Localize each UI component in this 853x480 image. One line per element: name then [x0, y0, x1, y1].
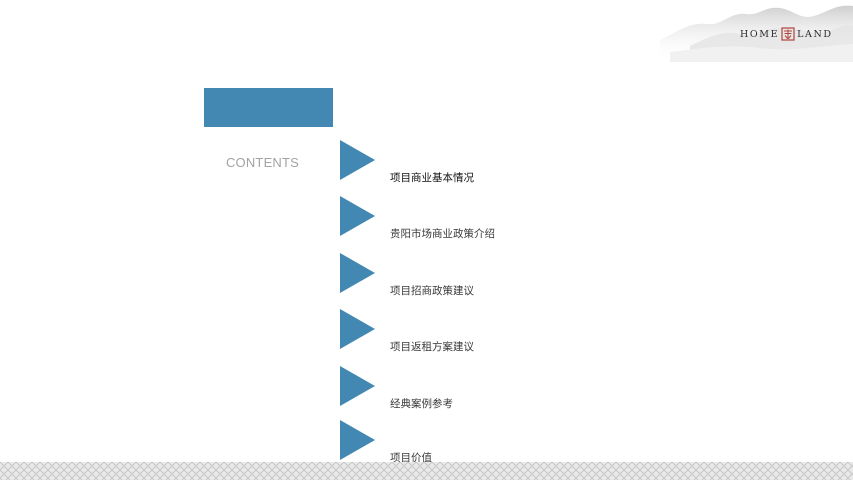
menu-item-label: 项目商业基本情况 — [390, 172, 474, 184]
menu-item-label: 项目招商政策建议 — [390, 285, 474, 297]
triangle-arrow-icon — [340, 253, 375, 293]
triangle-arrow-icon — [340, 309, 375, 349]
menu-item-3[interactable]: 项目招商政策建议 — [340, 253, 600, 297]
menu-item-label: 经典案例参考 — [390, 398, 453, 410]
menu-item-1[interactable]: 项目商业基本情况 — [340, 140, 600, 184]
brand-logo: HOME LAND — [740, 26, 833, 42]
brand-text-left: HOME — [740, 28, 780, 40]
menu-item-label: 贵阳市场商业政策介绍 — [390, 228, 495, 240]
menu-item-label: 项目价值 — [390, 452, 432, 464]
seal-icon — [781, 27, 795, 41]
triangle-arrow-icon — [340, 420, 375, 460]
triangle-arrow-icon — [340, 366, 375, 406]
menu-item-4[interactable]: 项目返租方案建议 — [340, 309, 600, 353]
menu-item-label: 项目返租方案建议 — [390, 341, 474, 353]
title-block — [204, 88, 333, 127]
contents-heading: CONTENTS — [225, 155, 300, 170]
triangle-arrow-icon — [340, 140, 375, 180]
menu-item-5[interactable]: 经典案例参考 — [340, 366, 600, 410]
menu-item-6[interactable]: 项目价值 — [340, 420, 600, 464]
triangle-arrow-icon — [340, 196, 375, 236]
brand-text-right: LAND — [797, 28, 833, 40]
menu-item-2[interactable]: 贵阳市场商业政策介绍 — [340, 196, 600, 240]
mountain-illustration — [660, 5, 853, 62]
decorative-pattern-band — [0, 462, 853, 480]
